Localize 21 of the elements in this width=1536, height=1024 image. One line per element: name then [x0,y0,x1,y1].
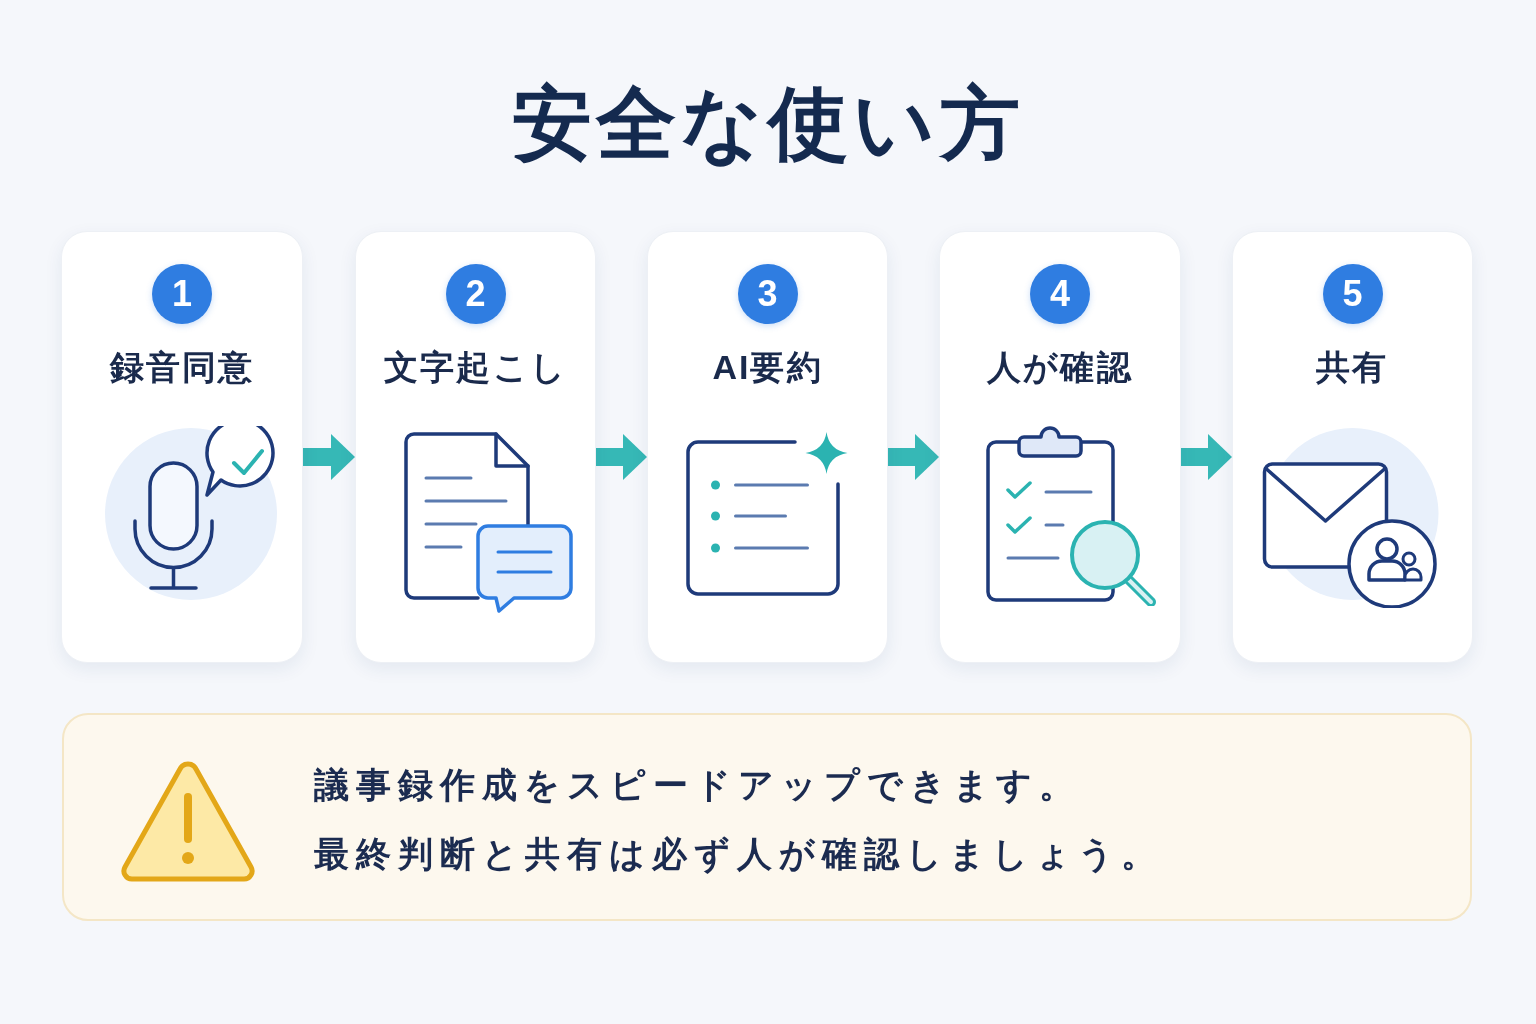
step-label: AI要約 [712,350,823,384]
arrow [1181,434,1232,480]
arrow [596,434,647,480]
note-text: 議事録作成をスピードアップできます。 [314,767,1082,802]
step-number: 4 [1030,264,1090,324]
step-card [61,231,303,663]
step-card [1232,231,1473,663]
step-label: 録音同意 [109,350,255,384]
warning-note [62,713,1472,921]
step-card [355,231,596,663]
step-number: 1 [152,264,212,324]
step-card [647,231,888,663]
step-number: 3 [737,264,798,324]
step-label: 文字起こし [384,350,567,384]
step-number: 2 [445,264,506,324]
step-number: 5 [1322,264,1383,324]
arrow [888,434,939,480]
step-card [939,231,1181,663]
arrow [303,434,355,480]
step-label: 共有 [1316,350,1389,384]
step-label: 人が確認 [987,350,1133,384]
